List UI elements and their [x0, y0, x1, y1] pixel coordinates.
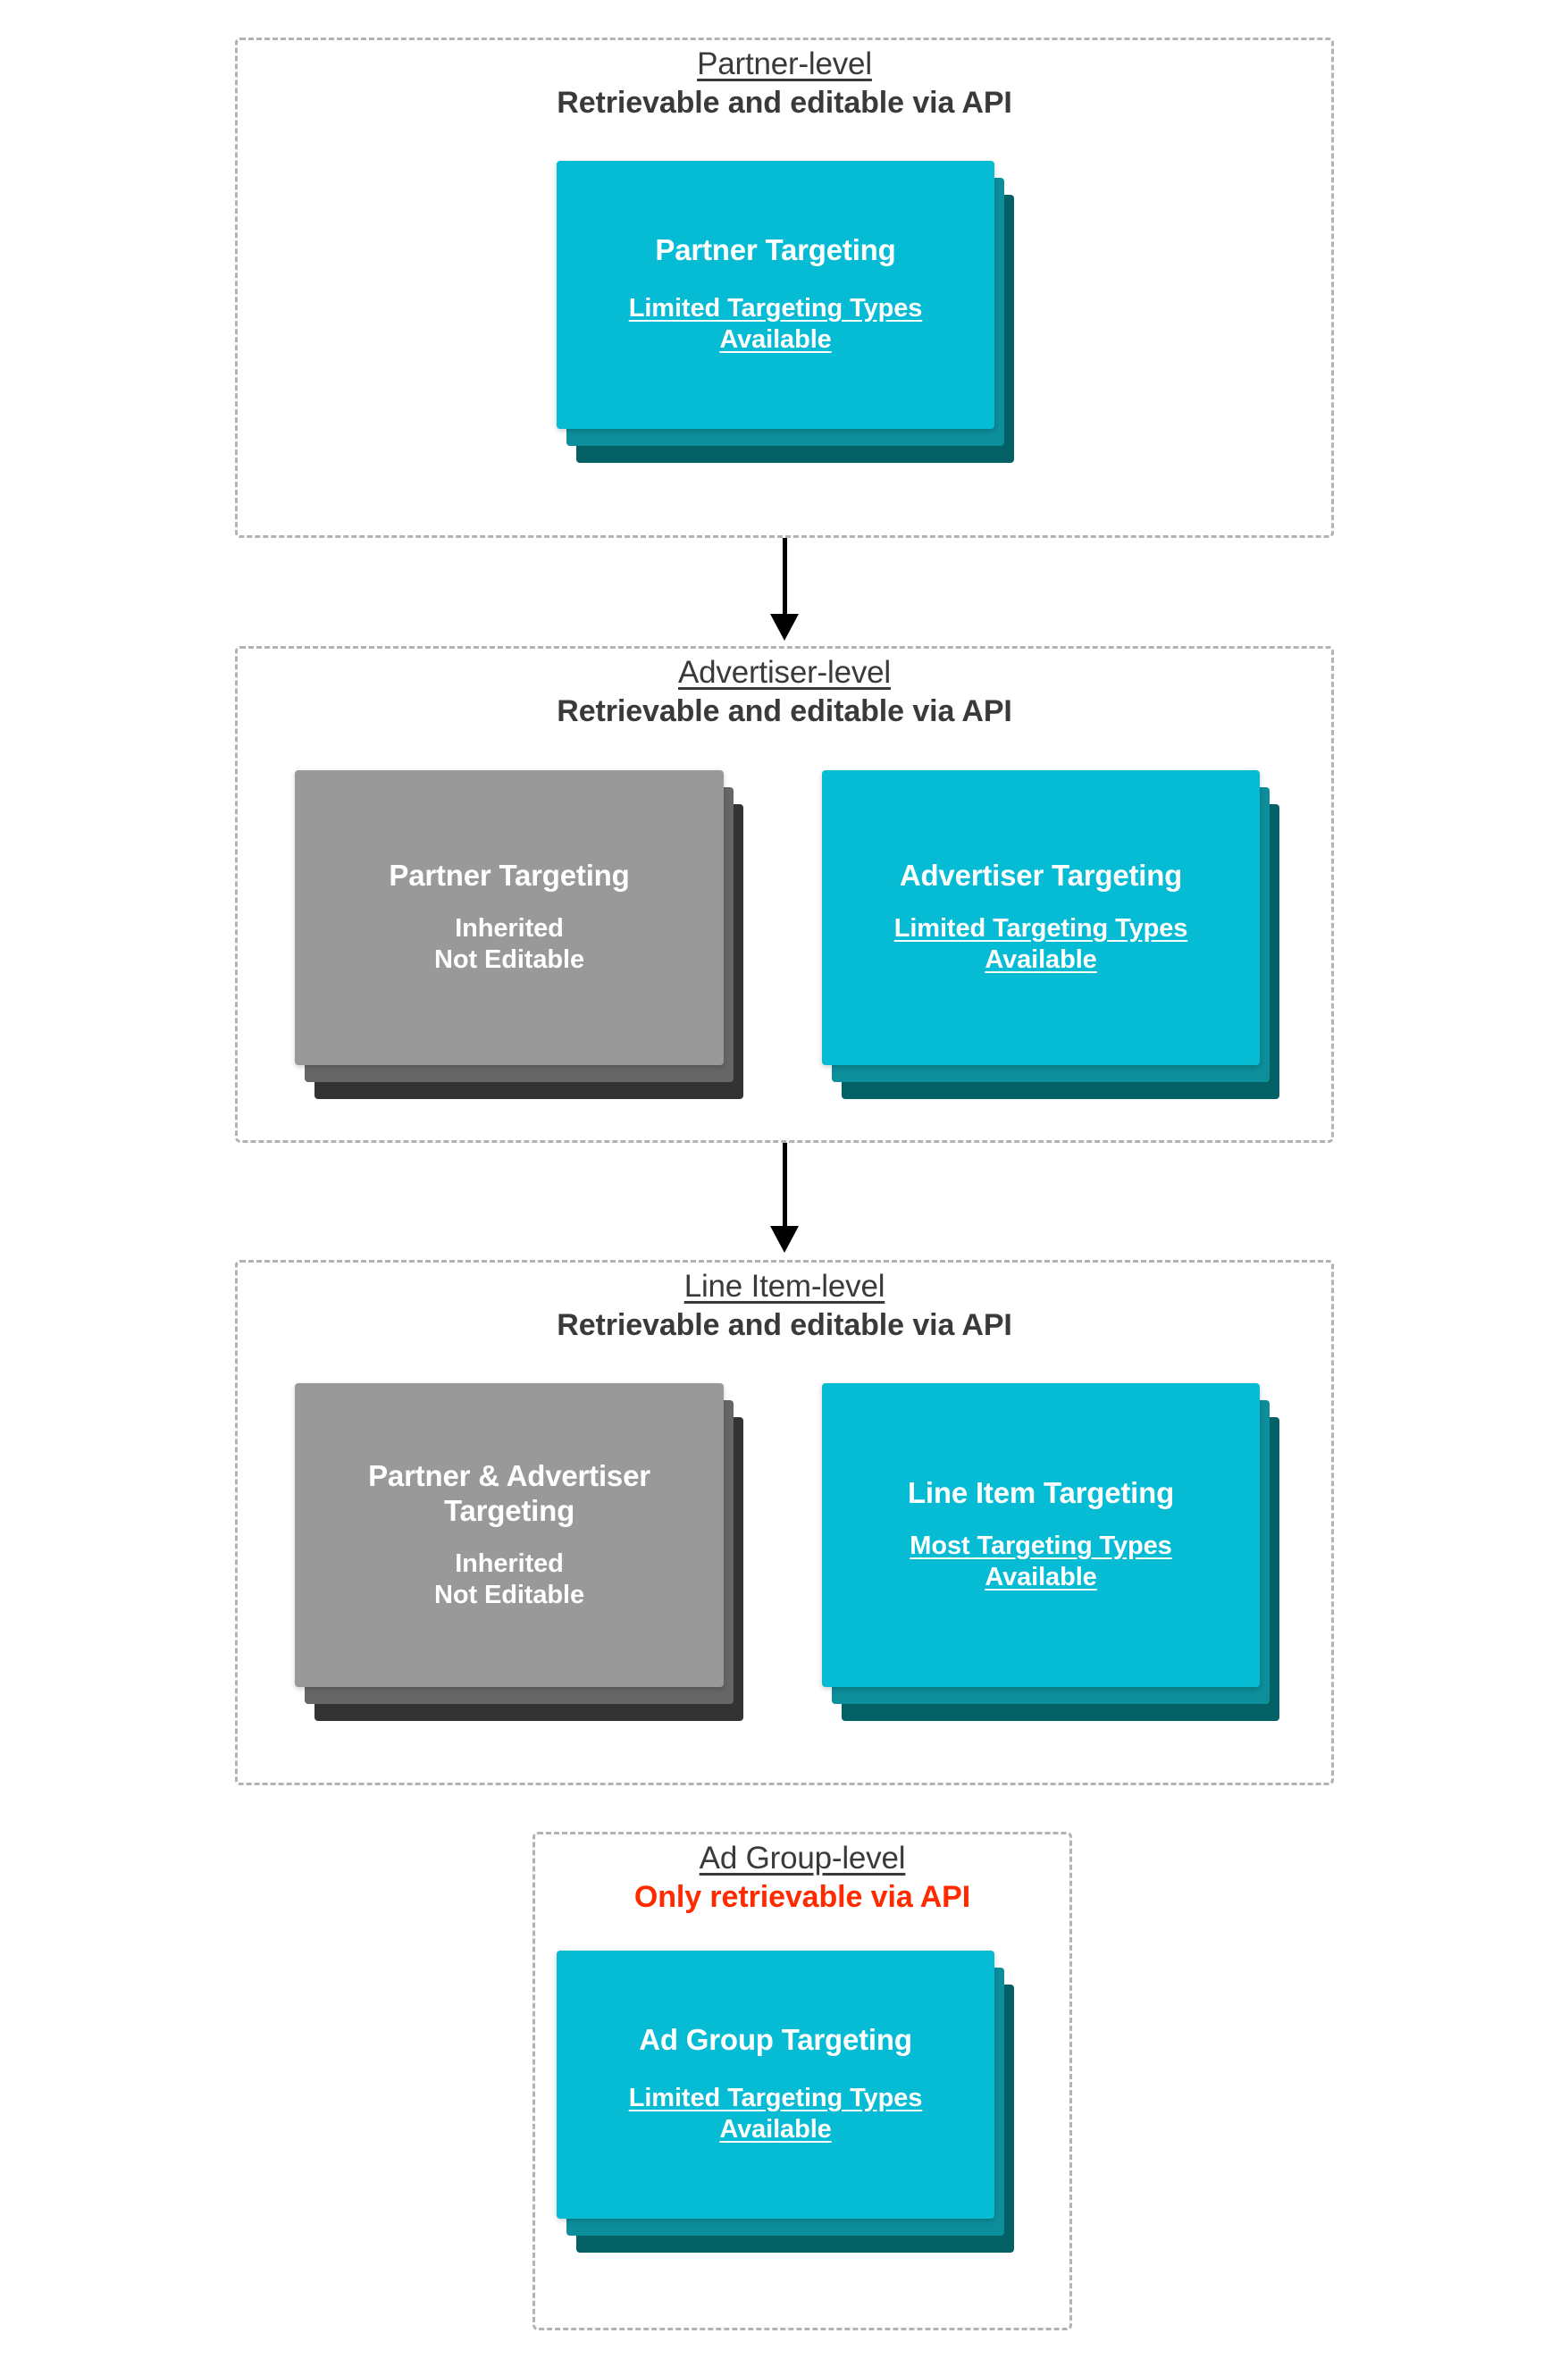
level-box-line-item	[235, 1260, 1334, 1785]
card-inherited-partner-targeting[interactable]: Partner Targeting Inherited Not Editable	[295, 770, 743, 1099]
card-subtitle-line2: Available	[985, 1563, 1097, 1592]
arrow-shaft	[782, 1143, 787, 1227]
level-box-ad-group	[532, 1832, 1072, 2330]
card-title: Partner Targeting	[655, 233, 896, 267]
card-layer-front: Partner Targeting Limited Targeting Type…	[557, 161, 994, 429]
card-line-item-targeting[interactable]: Line Item Targeting Most Targeting Types…	[822, 1383, 1279, 1721]
card-title: Partner & Advertiser Targeting	[368, 1458, 650, 1527]
arrow-advertiser-to-line-item	[758, 1143, 811, 1253]
arrow-head	[770, 1226, 799, 1253]
card-subtitle-line1: Limited Targeting Types	[893, 914, 1188, 944]
card-subtitle-line2: Available	[985, 945, 1097, 975]
card-subtitle-line2: Available	[719, 2115, 832, 2145]
card-layer-front: Partner & Advertiser Targeting Inherited…	[295, 1383, 724, 1687]
card-layer-front: Partner Targeting Inherited Not Editable	[295, 770, 724, 1065]
card-title: Line Item Targeting	[907, 1476, 1175, 1510]
card-advertiser-targeting[interactable]: Advertiser Targeting Limited Targeting T…	[822, 770, 1279, 1099]
card-ad-group-targeting[interactable]: Ad Group Targeting Limited Targeting Typ…	[557, 1951, 1014, 2253]
card-layer-front: Advertiser Targeting Limited Targeting T…	[822, 770, 1260, 1065]
card-title: Ad Group Targeting	[639, 2023, 912, 2057]
level-box-partner	[235, 38, 1334, 538]
card-subtitle-line1: Inherited	[455, 1549, 564, 1578]
arrow-partner-to-advertiser	[758, 538, 811, 641]
card-subtitle-line2: Not Editable	[434, 945, 584, 975]
card-subtitle-line1: Inherited	[455, 914, 564, 944]
card-title: Partner Targeting	[389, 859, 630, 893]
card-layer-front: Ad Group Targeting Limited Targeting Typ…	[557, 1951, 994, 2219]
card-title: Advertiser Targeting	[899, 859, 1183, 893]
card-partner-targeting[interactable]: Partner Targeting Limited Targeting Type…	[557, 161, 1014, 463]
level-box-advertiser	[235, 646, 1334, 1143]
card-layer-front: Line Item Targeting Most Targeting Types…	[822, 1383, 1260, 1687]
card-subtitle-line1: Limited Targeting Types	[628, 2084, 923, 2113]
card-subtitle-line1: Limited Targeting Types	[628, 294, 923, 323]
card-subtitle-line2: Not Editable	[434, 1580, 584, 1609]
card-subtitle-line2: Available	[719, 325, 832, 355]
arrow-head	[770, 614, 799, 641]
arrow-shaft	[782, 538, 787, 615]
card-inherited-partner-advertiser-targeting[interactable]: Partner & Advertiser Targeting Inherited…	[295, 1383, 743, 1721]
card-subtitle-line1: Most Targeting Types	[910, 1532, 1172, 1561]
